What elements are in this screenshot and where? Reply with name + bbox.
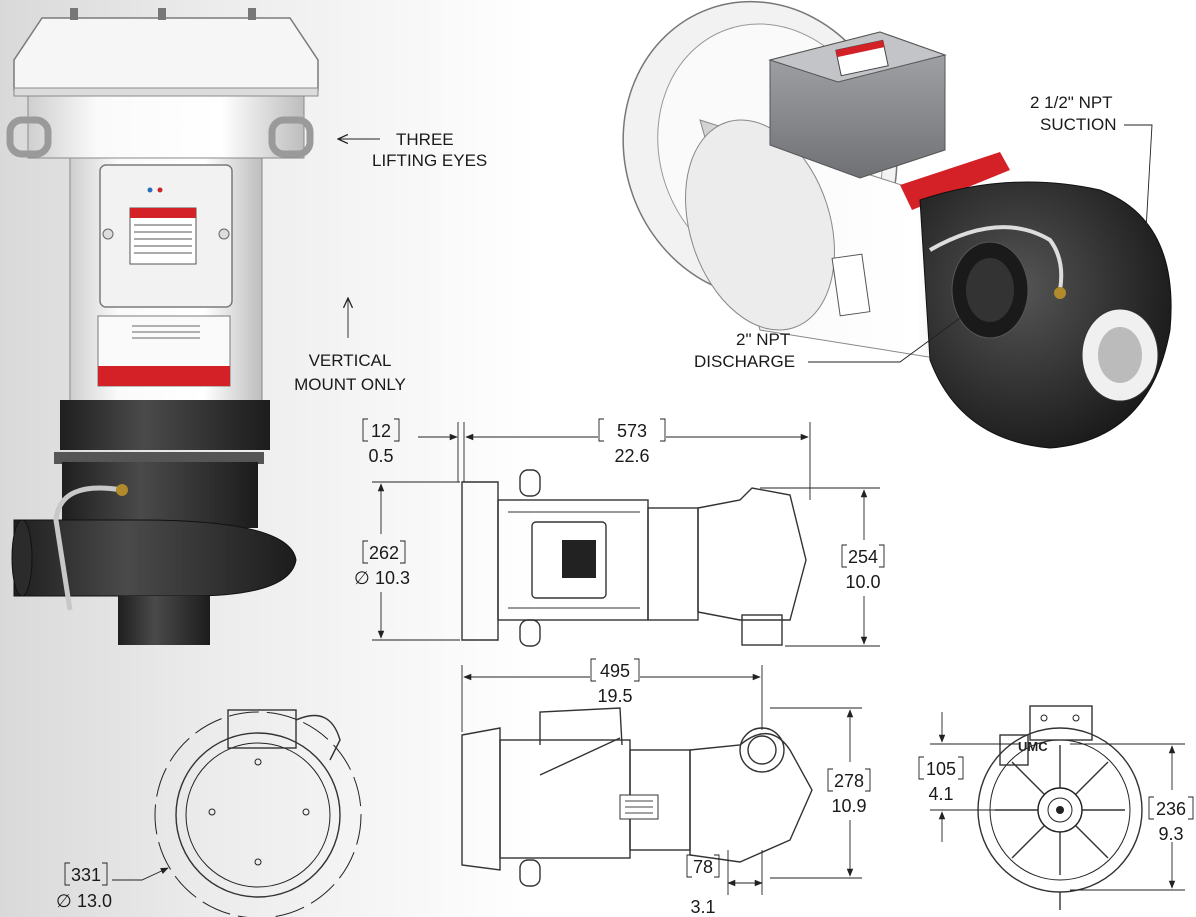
dim-236-mm: 236 <box>1156 799 1186 819</box>
dim-236-in: 9.3 <box>1158 824 1183 844</box>
dim-573-mm: 573 <box>617 421 647 441</box>
vertical-pump-render <box>6 8 319 645</box>
dimension-278: 278 10.9 <box>770 707 871 879</box>
suction-label-line1: 2 1/2" NPT <box>1030 93 1113 112</box>
isometric-pump-render <box>622 0 1172 449</box>
bottom-view-drawing <box>154 709 362 917</box>
dimension-262: 262 ∅ 10.3 <box>354 481 460 641</box>
dim-278-mm: 278 <box>834 771 864 791</box>
umc-logo-text: UMC <box>1018 739 1048 754</box>
dim-278-in: 10.9 <box>831 796 866 816</box>
dimension-78: 78 3.1 <box>686 850 763 917</box>
dim-254-in: 10.0 <box>845 572 880 592</box>
dimension-331: 331 ∅ 13.0 <box>56 862 169 911</box>
dim-78-in: 3.1 <box>690 897 715 917</box>
dimension-254: 254 10.0 <box>760 487 885 647</box>
dim-262-in: 10.3 <box>375 568 410 588</box>
dimension-236: 236 9.3 <box>1070 743 1194 891</box>
callout-vertical-mount: VERTICAL MOUNT ONLY <box>294 298 406 394</box>
dim-12-mm: 12 <box>371 421 391 441</box>
dim-78-mm: 78 <box>693 857 713 877</box>
vertical-mount-label-line1: VERTICAL <box>309 351 392 370</box>
dim-262-mm: 262 <box>369 543 399 563</box>
end-view-drawing <box>977 705 1143 910</box>
dim-331-in: 13.0 <box>77 891 112 911</box>
lifting-eyes-label-line1: THREE <box>396 130 454 149</box>
lifting-eyes-label-line2: LIFTING EYES <box>372 151 487 170</box>
dim-12-in: 0.5 <box>368 446 393 466</box>
dim-105-mm: 105 <box>926 759 956 779</box>
dim-254-mm: 254 <box>848 547 878 567</box>
diameter-symbol: ∅ <box>354 568 370 588</box>
dim-331-mm: 331 <box>71 865 101 885</box>
callout-discharge: 2" NPT DISCHARGE <box>694 317 961 371</box>
dimension-495: 495 19.5 <box>461 658 763 732</box>
dim-573-in: 22.6 <box>614 446 649 466</box>
dimension-573: 573 22.6 <box>465 418 811 500</box>
callout-suction: 2 1/2" NPT SUCTION <box>1030 93 1153 231</box>
top-view-drawing <box>461 469 807 647</box>
dim-105-in: 4.1 <box>928 784 953 804</box>
vertical-mount-label-line2: MOUNT ONLY <box>294 375 406 394</box>
diameter-symbol-2: ∅ <box>56 891 72 911</box>
dimension-105: 105 4.1 <box>918 712 1020 842</box>
dim-495-in: 19.5 <box>597 686 632 706</box>
discharge-label-line2: DISCHARGE <box>694 352 795 371</box>
dim-495-mm: 495 <box>600 661 630 681</box>
callout-lifting-eyes: THREE LIFTING EYES <box>338 130 487 170</box>
discharge-label-line1: 2" NPT <box>736 330 790 349</box>
dimension-12: 12 0.5 <box>362 418 465 482</box>
side-view-drawing <box>461 707 813 887</box>
suction-label-line2: SUCTION <box>1040 115 1117 134</box>
